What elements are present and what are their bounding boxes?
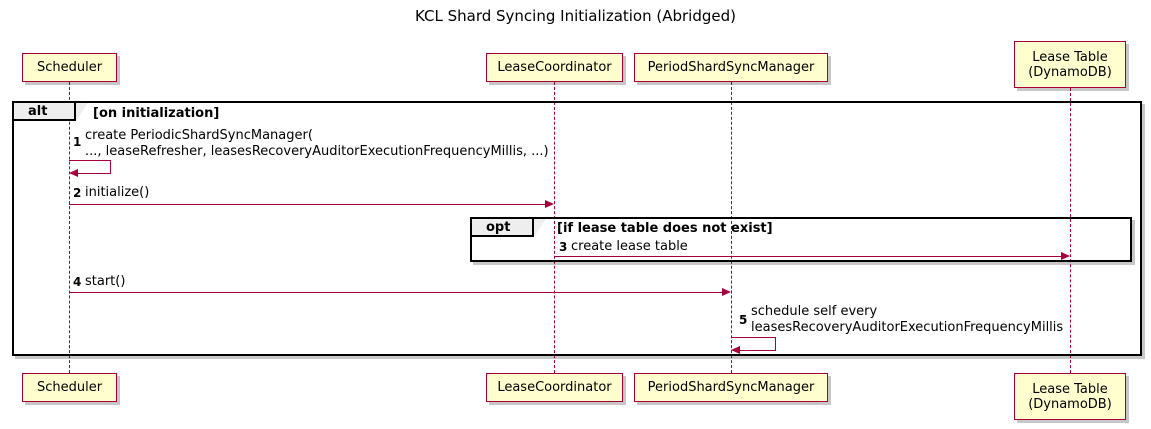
participant-label: PeriodShardSyncManager [647,380,815,395]
lifeline-scheduler [69,82,70,373]
participant-label: Scheduler [36,380,103,395]
message-1-arrowhead [69,169,78,177]
participant-scheduler-bottom[interactable]: Scheduler [22,373,117,402]
participant-label: LeaseCoordinator [497,380,612,395]
fragment-alt-operator: alt [28,103,48,119]
message-1-number: 1 [73,135,82,149]
message-2-text: initialize() [85,185,150,200]
message-1-line-side [110,160,111,174]
diagram-title: KCL Shard Syncing Initialization (Abridg… [415,7,736,25]
message-2-number: 2 [73,186,82,200]
lifeline-lease-coordinator [554,82,555,373]
lifeline-period-shard-sync-manager [731,82,732,373]
message-5-line-bottom [740,350,775,351]
fragment-alt-tab: alt [14,103,76,121]
participant-period-shard-sync-manager-bottom[interactable]: PeriodShardSyncManager [634,373,828,402]
participant-label: Lease Table (DynamoDB) [1028,381,1112,412]
participant-scheduler-top[interactable]: Scheduler [22,53,117,82]
fragment-alt-tab-corner [76,103,88,121]
fragment-opt-guard: [if lease table does not exist] [557,221,773,236]
message-3-text: create lease table [571,239,688,254]
message-1-text: create PeriodicShardSyncManager( ..., le… [85,128,549,159]
message-2-line [69,204,545,205]
participant-label: LeaseCoordinator [497,60,612,75]
participant-period-shard-sync-manager-top[interactable]: PeriodShardSyncManager [634,53,828,82]
participant-label: Lease Table (DynamoDB) [1028,49,1112,80]
message-5-text: schedule self every leasesRecoveryAudito… [751,304,1064,335]
message-4-number: 4 [73,275,82,289]
participant-lease-coordinator-top[interactable]: LeaseCoordinator [486,53,623,82]
message-1-line-bottom [78,173,110,174]
message-5-number: 5 [739,313,748,327]
fragment-opt-operator: opt [486,219,511,235]
participant-lease-table-bottom[interactable]: Lease Table (DynamoDB) [1014,373,1126,420]
participant-lease-table-top[interactable]: Lease Table (DynamoDB) [1014,41,1126,88]
lifeline-lease-table [1070,88,1071,373]
message-4-line [69,292,722,293]
message-5-line-side [775,337,776,351]
participant-label: PeriodShardSyncManager [647,60,815,75]
message-3-line [554,256,1061,257]
participant-lease-coordinator-bottom[interactable]: LeaseCoordinator [486,373,623,402]
fragment-alt [12,101,1142,356]
message-2-arrowhead [545,200,554,208]
message-4-text: start() [85,274,126,289]
fragment-alt-guard: [on initialization] [93,106,220,121]
fragment-opt [470,217,1132,262]
message-1-line-top [69,160,110,161]
message-3-number: 3 [559,240,568,254]
message-5-line-top [731,337,775,338]
fragment-opt-tab-corner [534,219,546,237]
participant-label: Scheduler [36,60,103,75]
message-3-arrowhead [1061,252,1070,260]
fragment-opt-tab: opt [472,219,534,237]
message-4-arrowhead [722,288,731,296]
message-5-arrowhead [731,346,740,354]
